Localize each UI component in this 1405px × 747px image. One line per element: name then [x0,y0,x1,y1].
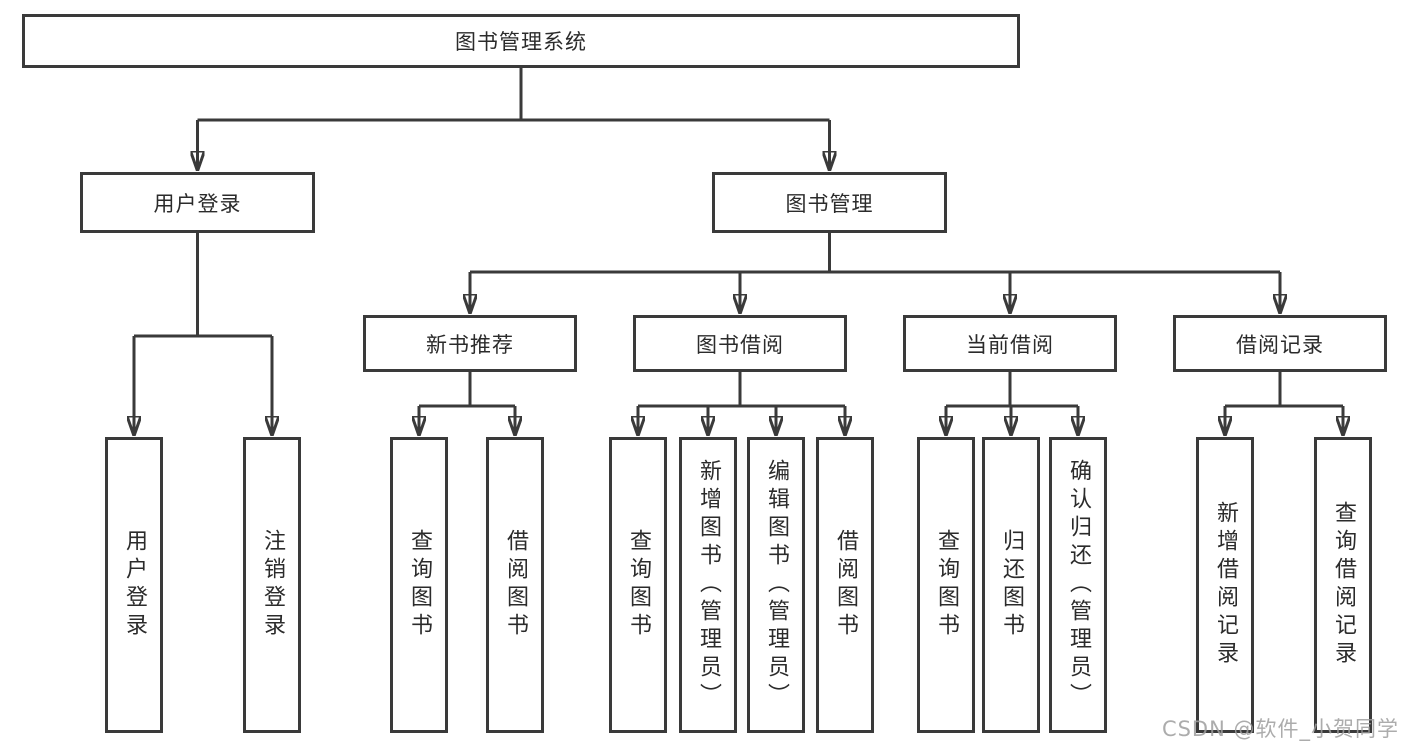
leaf-newbooks-borrow-books: 借阅图书 [486,437,544,733]
connector-user-login [134,233,272,338]
leaf-label: 借阅图书 [503,529,528,641]
node-label: 新书推荐 [426,332,514,357]
leaf-logout: 注销登录 [243,437,301,733]
node-book-management-group: 图书管理 [712,172,947,233]
leaf-label: 编辑图书（管理员） [764,459,789,711]
node-root: 图书管理系统 [22,14,1020,68]
leaf-newbooks-query-books: 查询图书 [390,437,448,733]
leaf-borrow-query-books: 查询图书 [609,437,667,733]
node-label: 图书管理 [785,191,874,216]
node-label: 借阅记录 [1236,332,1324,357]
leaf-label: 查询图书 [407,529,432,641]
leaf-current-query-books: 查询图书 [917,437,975,733]
leaf-records-add-record: 新增借阅记录 [1196,437,1254,733]
node-root-label: 图书管理系统 [455,30,587,54]
leaf-current-confirm-return-admin: 确认归还（管理员） [1049,437,1107,733]
leaf-label: 新增图书（管理员） [696,459,721,711]
leaf-label: 查询借阅记录 [1331,501,1356,669]
node-book-borrowing: 图书借阅 [633,315,847,372]
connector-new-books [419,372,515,408]
csdn-watermark: CSDN @软件_小贺同学 [1161,717,1399,741]
leaf-label: 借阅图书 [833,529,858,641]
leaf-current-return-books: 归还图书 [982,437,1040,733]
connector-book-borrow [638,372,845,408]
connector-current-borrow [946,372,1078,408]
leaf-records-query-record: 查询借阅记录 [1314,437,1372,733]
node-new-book-recommend: 新书推荐 [363,315,577,372]
node-label: 用户登录 [153,191,242,216]
leaf-borrow-edit-books-admin: 编辑图书（管理员） [747,437,805,733]
leaf-label: 新增借阅记录 [1213,501,1238,669]
node-label: 当前借阅 [966,332,1054,357]
node-label: 图书借阅 [696,332,784,357]
leaf-label: 用户登录 [122,529,147,641]
connector-borrow-records [1225,372,1343,408]
connector-root [197,68,830,122]
leaf-label: 归还图书 [999,529,1024,641]
leaf-label: 查询图书 [934,529,959,641]
leaf-label: 注销登录 [260,529,285,641]
leaf-label: 确认归还（管理员） [1066,459,1091,711]
node-borrowing-records: 借阅记录 [1173,315,1387,372]
leaf-borrow-add-books-admin: 新增图书（管理员） [679,437,737,733]
connector-book-mgmt [470,233,1280,274]
node-current-borrowing: 当前借阅 [903,315,1117,372]
node-user-login-group: 用户登录 [80,172,315,233]
leaf-user-login: 用户登录 [105,437,163,733]
leaf-label: 查询图书 [626,529,651,641]
leaf-borrow-borrow-books: 借阅图书 [816,437,874,733]
